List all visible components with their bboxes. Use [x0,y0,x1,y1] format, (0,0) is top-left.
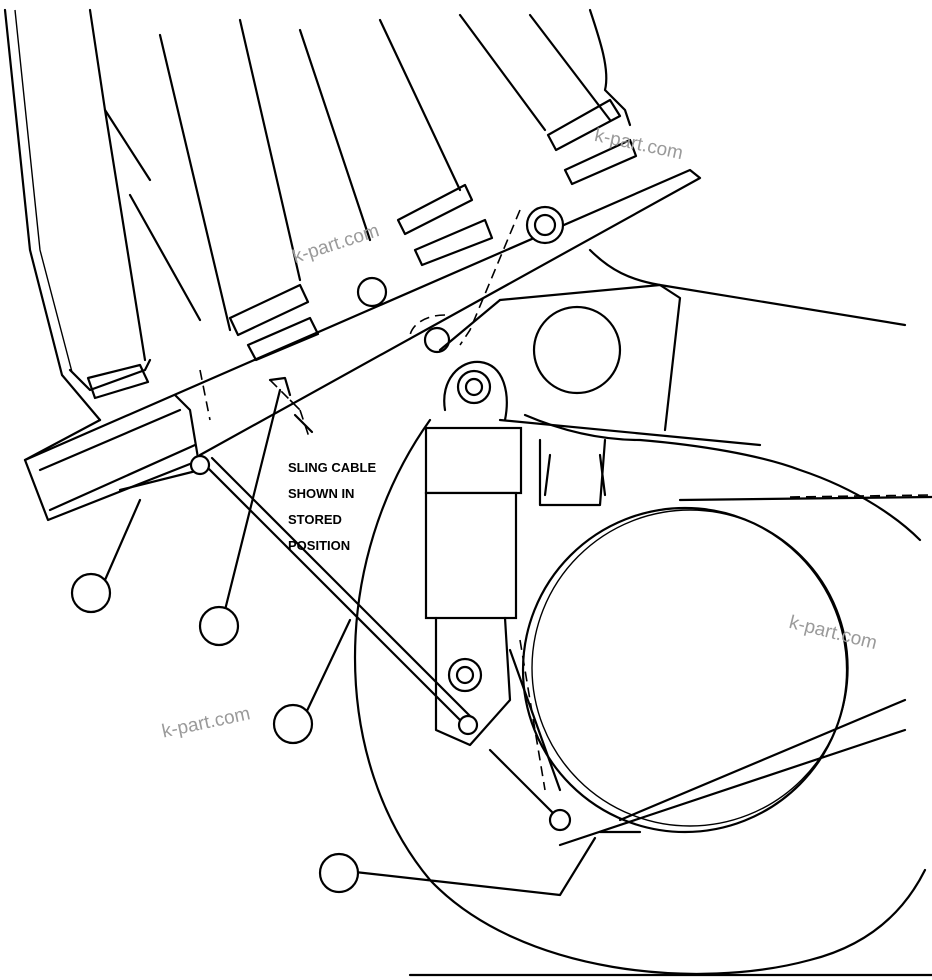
callout-line-1: SLING CABLE [288,460,377,475]
callout-line-2: SHOWN IN [288,486,355,501]
callout-line-4: POSITION [288,538,351,553]
bucket-body [3,8,702,522]
callout-line-3: STORED [288,512,342,527]
index-bubbles [70,572,360,894]
hydraulic-cylinder [424,360,607,747]
index-bubble-1 [70,572,112,614]
index-bubble-3 [272,703,314,745]
sling-cable-rod [189,376,572,832]
frame-structure [423,248,932,847]
wheel [354,418,932,977]
sling-cable-callout: SLING CABLE SHOWN IN STORED POSITION [288,448,376,565]
index-bubble-2 [198,605,240,647]
index-bubble-4 [318,852,360,894]
rear-roller [508,506,849,834]
motion-path [199,209,521,421]
leader-lines [103,388,597,897]
